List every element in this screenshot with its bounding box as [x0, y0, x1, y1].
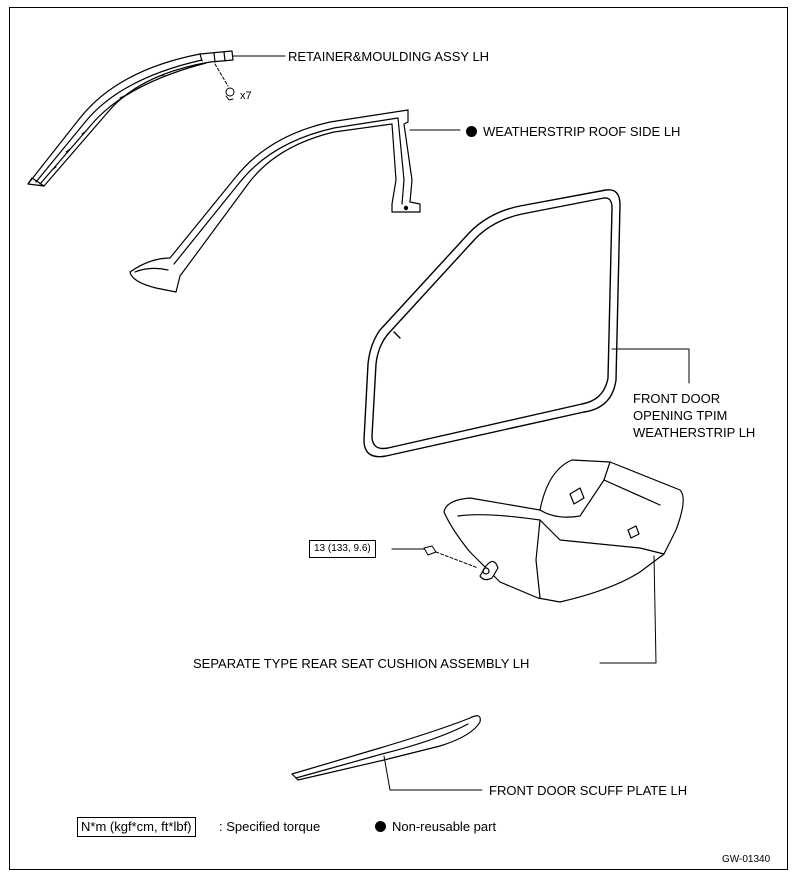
front-door-weatherstrip-label: FRONT DOOR OPENING TPIM WEATHERSTRIP LH: [633, 390, 755, 441]
legend-nonreusable-text: Non-reusable part: [392, 819, 497, 834]
diagram-frame: [9, 7, 788, 870]
weatherstrip-roof-part: [129, 109, 421, 293]
clip-count-label: x7: [240, 90, 252, 102]
figure-code: GW-01340: [722, 854, 771, 865]
retainer-moulding-label: RETAINER&MOULDING ASSY LH: [288, 49, 490, 64]
leader-lines: [232, 55, 690, 791]
front-door-weatherstrip-line-3: WEATHERSTRIP LH: [633, 425, 756, 440]
front-door-weatherstrip-part: [363, 189, 621, 458]
retainer-moulding-part: [27, 50, 234, 187]
torque-value-box: 13 (133, 9.6): [309, 540, 376, 558]
rear-seat-cushion-label: SEPARATE TYPE REAR SEAT CUSHION ASSEMBLY…: [193, 656, 530, 671]
front-door-weatherstrip-line-1: FRONT DOOR: [633, 391, 721, 406]
rear-seat-cushion-part: [443, 459, 684, 603]
non-reusable-dot-icon: [466, 126, 477, 137]
legend-torque-desc: : Specified torque: [219, 819, 321, 834]
legend-torque-unit-box: N*m (kgf*cm, ft*lbf): [77, 817, 196, 837]
scuff-plate-part: [291, 715, 481, 781]
clip-part: [214, 63, 235, 101]
legend-dot-icon: [375, 821, 386, 832]
scuff-plate-label: FRONT DOOR SCUFF PLATE LH: [489, 783, 688, 798]
weatherstrip-roof-text: WEATHERSTRIP ROOF SIDE LH: [483, 124, 681, 139]
legend-nonreusable: Non-reusable part: [375, 819, 496, 835]
weatherstrip-roof-label: WEATHERSTRIP ROOF SIDE LH: [466, 124, 680, 140]
front-door-weatherstrip-line-2: OPENING TPIM: [633, 408, 728, 423]
bolt-part: [423, 545, 479, 569]
